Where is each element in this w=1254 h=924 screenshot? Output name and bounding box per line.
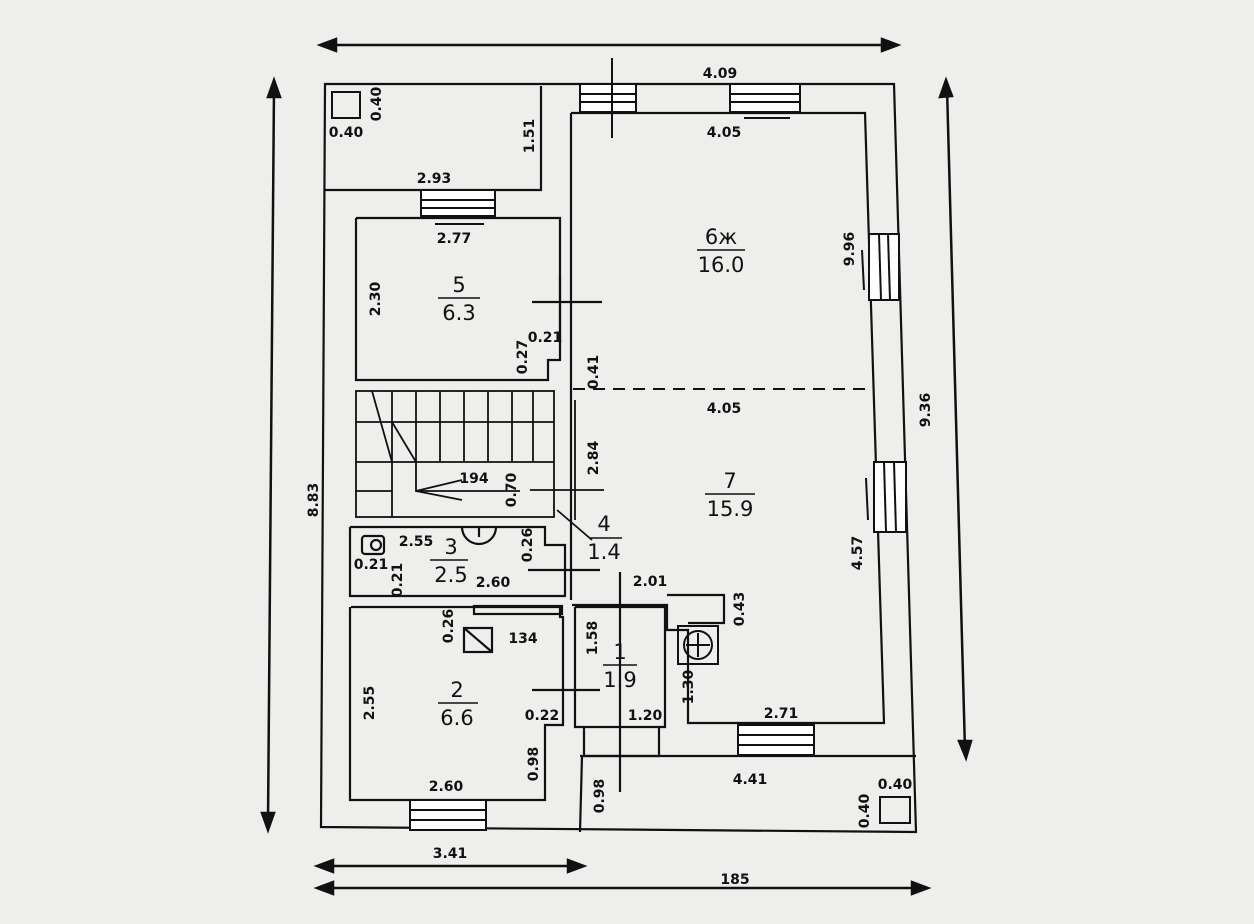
dim-r2-bottom-gap: 0.98 (526, 747, 542, 782)
dim-r2-w-top: 134 (508, 631, 537, 647)
living-rooms-walls (569, 111, 886, 725)
room-6-area: 16.0 (698, 253, 745, 277)
overall-bottom-total-width-label: 185 (720, 872, 749, 888)
dim-r5-wall-a: 0.21 (528, 330, 563, 346)
dim-r3-wall-a: 0.21 (354, 557, 389, 573)
dim-porch-h: 0.98 (592, 779, 608, 814)
dim-r2-h: 2.55 (362, 686, 378, 721)
outer-walls (319, 82, 918, 834)
room-1-area: 1.9 (603, 668, 636, 692)
room-6-number: 6ж (705, 225, 737, 249)
staircase (355, 390, 604, 541)
dim-r3-wall-b: 0.21 (390, 563, 406, 598)
dim-hall-w: 2.01 (633, 574, 668, 590)
dim-tl-box-w: 0.40 (329, 125, 364, 141)
room-7-area: 15.9 (707, 497, 754, 521)
overall-top-width-label: 4.09 (703, 66, 738, 82)
dim-r1-w: 1.20 (628, 708, 663, 724)
room-5-area: 6.3 (442, 301, 475, 325)
dim-stair-h: 2.84 (586, 440, 602, 475)
dim-stair-w: 194 (459, 471, 488, 487)
dim-stair-gap: 0.70 (504, 472, 520, 507)
room-7-number: 7 (723, 469, 736, 493)
dim-r7-h: 4.57 (850, 536, 866, 571)
dim-r5-top-w: 2.77 (437, 231, 472, 247)
room-2-area: 6.6 (440, 706, 473, 730)
dim-top-room-h: 1.51 (522, 119, 538, 154)
room-5-walls (354, 216, 602, 382)
overall-right-height-label: 9.36 (918, 393, 934, 428)
overall-dimension-lines (260, 37, 973, 896)
dim-r6-top-w: 4.05 (707, 125, 742, 141)
dim-r2-gap: 0.26 (441, 609, 457, 644)
dim-r2-bottom-w: 2.60 (429, 779, 464, 795)
room-1-number: 1 (613, 640, 626, 664)
room-5-number: 5 (452, 273, 465, 297)
overall-bottom-left-width-label: 3.41 (433, 846, 468, 862)
dim-br-box-h: 0.40 (857, 793, 873, 828)
room-3-number: 3 (444, 535, 457, 559)
dim-r3-w: 2.55 (399, 534, 434, 550)
dim-r1-h: 1.58 (585, 621, 601, 656)
dim-porch-w: 4.41 (733, 772, 768, 788)
room-3-area: 2.5 (434, 563, 467, 587)
room-3-walls (348, 525, 600, 598)
stove-symbol (677, 625, 719, 665)
dim-r5-h: 2.30 (368, 281, 384, 316)
dim-r2-wall: 0.22 (525, 708, 560, 724)
dim-r3-bottom-w: 2.60 (476, 575, 511, 591)
dim-stove-gap: 0.43 (732, 592, 748, 627)
dim-mid-w: 4.05 (707, 401, 742, 417)
dim-r5-wall-b: 0.27 (515, 340, 531, 375)
dim-tl-box-h: 0.40 (369, 86, 385, 121)
room-2-number: 2 (450, 678, 463, 702)
dim-r3-gap: 0.26 (520, 528, 536, 563)
overall-left-height-label: 8.83 (306, 483, 322, 518)
room-labels (430, 249, 755, 704)
windows (409, 58, 907, 831)
room-4-area: 1.4 (587, 540, 620, 564)
dim-br-box-w: 0.40 (878, 777, 913, 793)
dim-r6-h: 9.96 (842, 232, 858, 267)
dim-r6-left-gap: 0.41 (586, 355, 602, 390)
room-4-number: 4 (597, 512, 610, 536)
dim-stove-h: 1.30 (681, 669, 697, 704)
corner-boxes (331, 91, 911, 824)
dim-r7-bottom-w: 2.71 (764, 706, 799, 722)
dim-top-room-w: 2.93 (417, 171, 452, 187)
